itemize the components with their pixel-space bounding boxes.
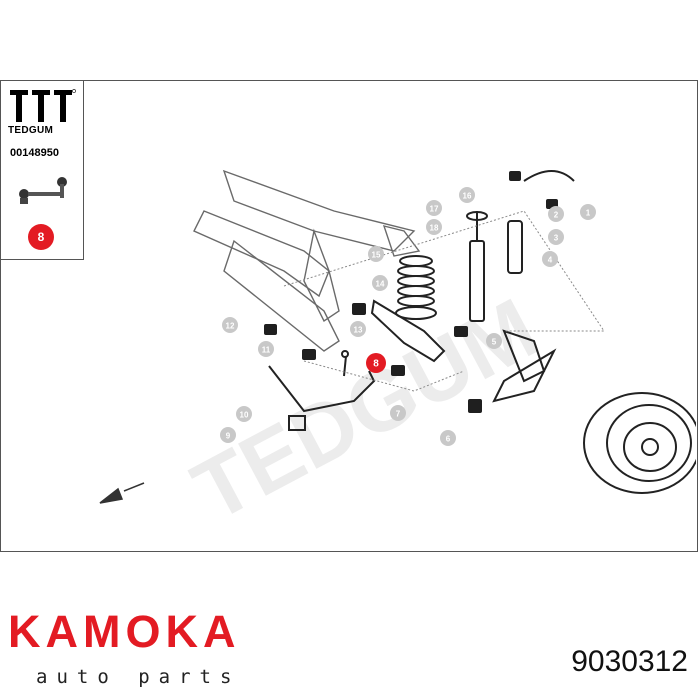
spring-shock-drawing	[395, 211, 523, 322]
callout-4-label: 4	[548, 256, 553, 265]
part-number: 9030312	[571, 645, 688, 678]
callout-1-label: 1	[586, 209, 591, 218]
callout-1-marker	[580, 204, 596, 220]
stabilizer-bar-drawing	[268, 350, 376, 431]
callout-14-marker	[372, 275, 388, 291]
callout-11-label: 11	[262, 346, 271, 355]
callout-10-marker	[236, 406, 252, 422]
callout-18-label: 18	[430, 224, 439, 233]
callout-2-marker	[548, 206, 564, 222]
callout-14-label: 14	[376, 280, 385, 289]
brand-panel	[0, 80, 84, 260]
callout-11-marker	[258, 341, 274, 357]
callout-13-marker	[350, 321, 366, 337]
suspension-diagram: TEDGUM	[99, 169, 696, 540]
callout-16-marker	[459, 187, 475, 203]
leader-lines	[283, 210, 605, 392]
subframe-drawing	[193, 169, 421, 352]
callout-17-marker	[426, 200, 442, 216]
callout-2-label: 2	[554, 211, 559, 220]
callout-13-label: 13	[354, 326, 363, 335]
callout-9-label: 9	[226, 432, 231, 441]
kamoka-logo-subtext: auto parts	[36, 666, 241, 688]
callout-16-label: 16	[463, 192, 472, 201]
callout-8-label: 8	[373, 359, 379, 370]
tedgum-logo	[10, 89, 76, 122]
highlight-callout-badge: 8	[28, 224, 54, 250]
callout-7-marker	[390, 405, 406, 421]
callout-15-marker	[368, 246, 384, 262]
callout-6-label: 6	[446, 435, 451, 444]
callout-12-label: 12	[226, 322, 235, 331]
callout-3-marker	[548, 229, 564, 245]
callout-5-marker	[486, 333, 502, 349]
kamoka-logo-text: KAMOKA	[8, 606, 241, 657]
tedgum-brand-name: TEDGUM	[8, 125, 54, 136]
callout-8-marker	[366, 353, 386, 373]
callout-9-marker	[220, 427, 236, 443]
callout-18-marker	[426, 219, 442, 235]
callout-5-label: 5	[492, 338, 497, 347]
callout-10-label: 10	[240, 411, 249, 420]
callout-6-marker	[440, 430, 456, 446]
callout-4-marker	[542, 251, 558, 267]
wheel-drawing	[583, 392, 696, 494]
control-arm-drawing	[370, 170, 575, 403]
stabilizer-link-thumbnail	[19, 177, 67, 204]
callout-17-label: 17	[430, 205, 439, 214]
callout-12-marker	[222, 317, 238, 333]
callout-15-label: 15	[372, 251, 381, 260]
diagram-frame	[0, 80, 698, 552]
callout-7-label: 7	[396, 410, 401, 419]
bushings-drawing	[264, 171, 558, 413]
front-arrow-icon	[99, 482, 145, 504]
kamoka-logo	[4, 612, 266, 668]
tedgum-part-code: 00148950	[10, 147, 59, 159]
callout-3-label: 3	[554, 234, 559, 243]
